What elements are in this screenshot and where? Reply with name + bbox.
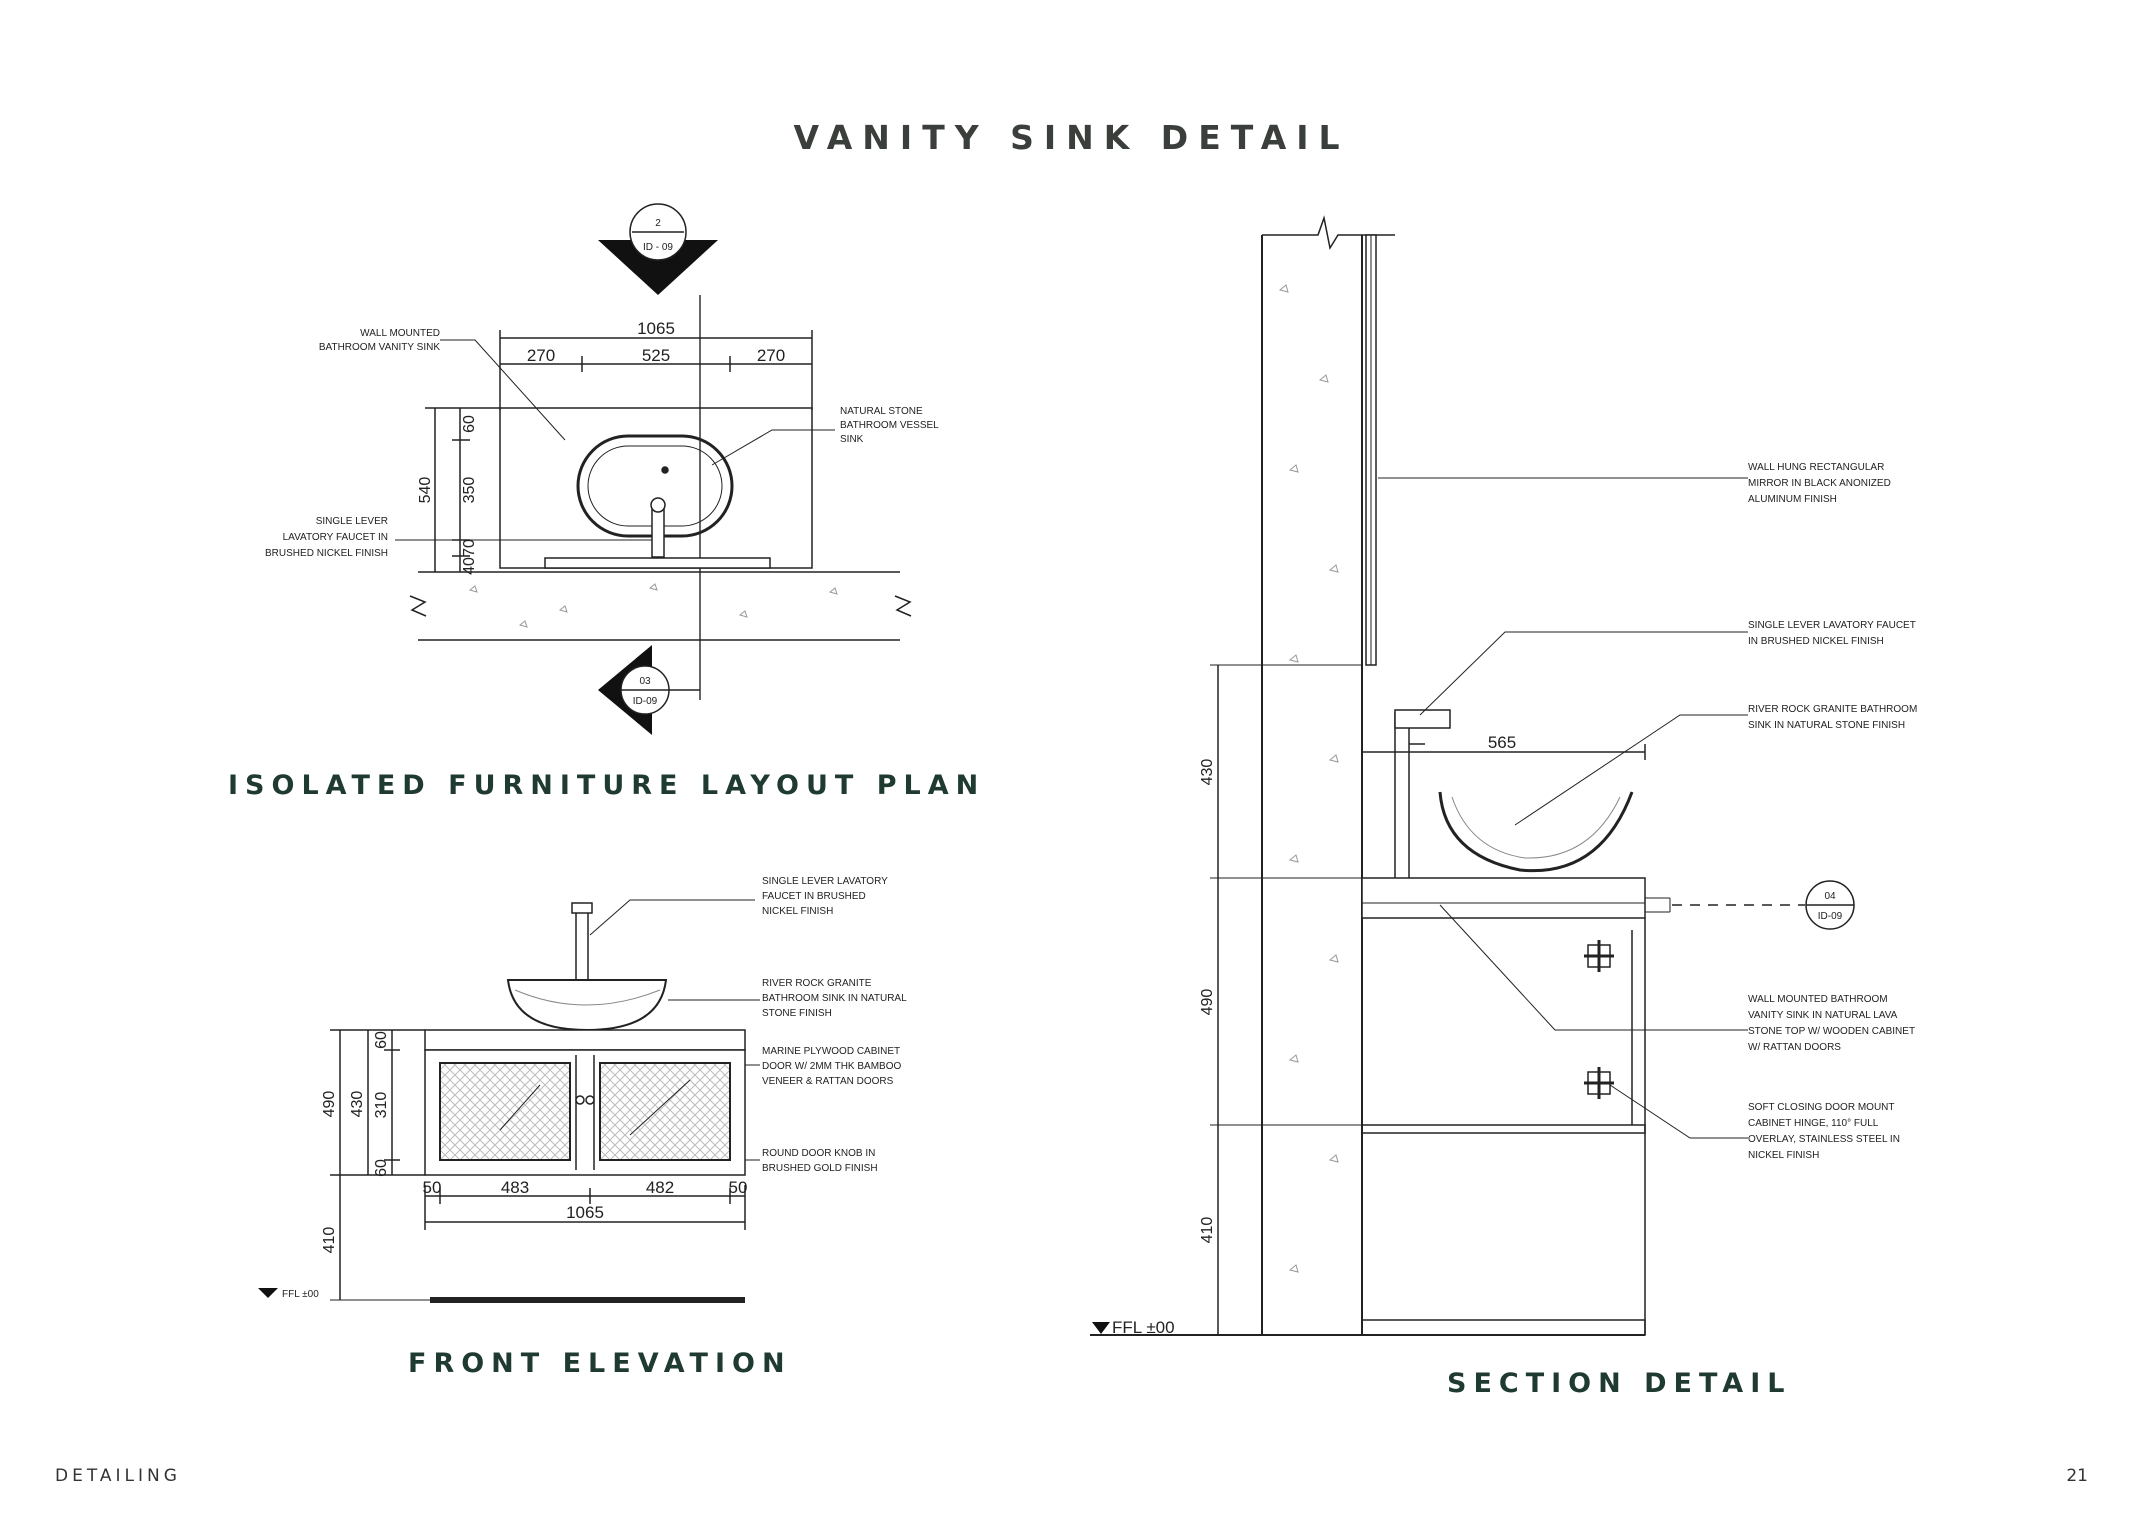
section-dim-middle: 490 xyxy=(1199,989,1216,1016)
plan-drawing: 2 ID - 09 1065 270 525 270 xyxy=(395,203,912,735)
section-drawing: FFL ±00 430 490 410 565 04 ID-09 xyxy=(1090,215,1855,1337)
section-marker-number: 04 xyxy=(1824,891,1836,902)
elev-dim-total: 490 xyxy=(321,1091,338,1118)
elev-note-faucet-3: NICKEL FINISH xyxy=(762,906,833,917)
elevation-title: FRONT ELEVATION xyxy=(408,1348,792,1379)
plan-note-faucet-1: SINGLE LEVER xyxy=(316,516,388,527)
section-level: FFL ±00 xyxy=(1112,1318,1175,1337)
elevation-level: FFL ±00 xyxy=(282,1289,319,1300)
marker-top-number: 2 xyxy=(655,218,661,229)
elev-dim-cabinet: 430 xyxy=(349,1091,366,1118)
marker-bottom-number: 03 xyxy=(639,676,651,687)
plan-dim-bottom-a: 70 xyxy=(461,539,478,557)
elev-dim-left-end: 50 xyxy=(423,1178,442,1197)
elev-note-cabinet-2: DOOR W/ 2MM THK BAMBOO xyxy=(762,1061,901,1072)
section-note-sink-1: RIVER ROCK GRANITE BATHROOM xyxy=(1748,704,1917,715)
elev-dim-floor: 410 xyxy=(321,1227,338,1254)
page-title: VANITY SINK DETAIL xyxy=(793,118,1350,157)
elev-note-sink-1: RIVER ROCK GRANITE xyxy=(762,978,872,989)
plan-dim-left: 270 xyxy=(527,346,555,365)
section-note-mirror-1: WALL HUNG RECTANGULAR xyxy=(1748,462,1884,473)
section-note-hinge-2: CABINET HINGE, 110° FULL xyxy=(1748,1118,1879,1129)
elev-dim-base: 60 xyxy=(373,1159,390,1177)
plan-dim-right: 270 xyxy=(757,346,785,365)
plan-title: ISOLATED FURNITURE LAYOUT PLAN xyxy=(228,770,986,801)
plan-dim-middle: 525 xyxy=(642,346,670,365)
plan-note-vessel-3: SINK xyxy=(840,434,864,445)
elevation-notes: SINGLE LEVER LAVATORY FAUCET IN BRUSHED … xyxy=(762,876,907,1174)
elev-note-knob-2: BRUSHED GOLD FINISH xyxy=(762,1163,878,1174)
section-marker-top: 2 ID - 09 xyxy=(598,203,718,295)
elev-note-sink-2: BATHROOM SINK IN NATURAL xyxy=(762,993,907,1004)
section-note-faucet-1: SINGLE LEVER LAVATORY FAUCET xyxy=(1748,620,1916,631)
section-note-vanity-4: W/ RATTAN DOORS xyxy=(1748,1042,1841,1053)
cabinet-hinge-lower xyxy=(1584,1067,1614,1099)
marker-top-sheet: ID - 09 xyxy=(643,242,673,253)
plan-note-wall-sink-2: BATHROOM VANITY SINK xyxy=(319,342,440,353)
plan-note-wall-sink-1: WALL MOUNTED xyxy=(360,328,440,339)
plan-dim-top: 60 xyxy=(461,415,478,433)
marker-bottom-sheet: ID-09 xyxy=(633,696,658,707)
section-note-hinge-1: SOFT CLOSING DOOR MOUNT xyxy=(1748,1102,1895,1113)
plan-dim-bottom-b: 40 xyxy=(461,557,478,575)
section-note-mirror-2: MIRROR IN BLACK ANONIZED xyxy=(1748,478,1891,489)
elev-dim-top: 60 xyxy=(373,1031,390,1049)
cabinet-hinge-upper xyxy=(1584,940,1614,972)
plan-note-vessel-1: NATURAL STONE xyxy=(840,406,923,417)
section-dim-sink-width: 565 xyxy=(1488,733,1516,752)
section-dim-upper: 430 xyxy=(1199,759,1216,786)
elev-note-cabinet-3: VENEER & RATTAN DOORS xyxy=(762,1076,894,1087)
section-note-vanity-2: VANITY SINK IN NATURAL LAVA xyxy=(1748,1010,1898,1021)
section-marker-bottom: 03 ID-09 xyxy=(598,645,700,735)
elev-dim-overall: 1065 xyxy=(566,1203,604,1222)
section-title: SECTION DETAIL xyxy=(1447,1368,1792,1399)
elev-note-faucet-2: FAUCET IN BRUSHED xyxy=(762,891,866,902)
section-note-sink-2: SINK IN NATURAL STONE FINISH xyxy=(1748,720,1905,731)
plan-note-vessel-2: BATHROOM VESSEL xyxy=(840,420,939,431)
elev-dim-door: 310 xyxy=(373,1092,390,1119)
section-note-mirror-3: ALUMINUM FINISH xyxy=(1748,494,1837,505)
elev-note-faucet-1: SINGLE LEVER LAVATORY xyxy=(762,876,888,887)
plan-dim-depth: 540 xyxy=(417,477,434,504)
plan-note-faucet-2: LAVATORY FAUCET IN xyxy=(283,532,388,543)
section-dim-lower: 410 xyxy=(1199,1217,1216,1244)
section-note-vanity-1: WALL MOUNTED BATHROOM xyxy=(1748,994,1888,1005)
elev-dim-left-door: 483 xyxy=(501,1178,529,1197)
elev-note-cabinet-1: MARINE PLYWOOD CABINET xyxy=(762,1046,900,1057)
footer-section-label: DETAILING xyxy=(55,1466,181,1486)
plan-note-faucet-3: BRUSHED NICKEL FINISH xyxy=(265,548,388,559)
section-note-faucet-2: IN BRUSHED NICKEL FINISH xyxy=(1748,636,1884,647)
elev-note-knob-1: ROUND DOOR KNOB IN xyxy=(762,1148,875,1159)
section-note-hinge-3: OVERLAY, STAINLESS STEEL IN xyxy=(1748,1134,1900,1145)
section-marker-sheet: ID-09 xyxy=(1818,911,1843,922)
elev-dim-right-door: 482 xyxy=(646,1178,674,1197)
plan-notes: WALL MOUNTED BATHROOM VANITY SINK NATURA… xyxy=(265,328,939,559)
section-notes: WALL HUNG RECTANGULAR MIRROR IN BLACK AN… xyxy=(1748,462,1917,1161)
plan-dim-overall: 1065 xyxy=(637,319,675,338)
section-note-vanity-3: STONE TOP W/ WOODEN CABINET xyxy=(1748,1026,1915,1037)
elev-dim-right-end: 50 xyxy=(729,1178,748,1197)
elev-note-sink-3: STONE FINISH xyxy=(762,1008,832,1019)
plan-dim-mid: 350 xyxy=(461,477,478,504)
section-note-hinge-4: NICKEL FINISH xyxy=(1748,1150,1819,1161)
section-callout-marker: 04 ID-09 xyxy=(1805,880,1855,930)
page-number: 21 xyxy=(2066,1466,2088,1486)
elevation-drawing: FFL ±00 490 430 60 310 60 410 50 483 482… xyxy=(258,899,760,1303)
